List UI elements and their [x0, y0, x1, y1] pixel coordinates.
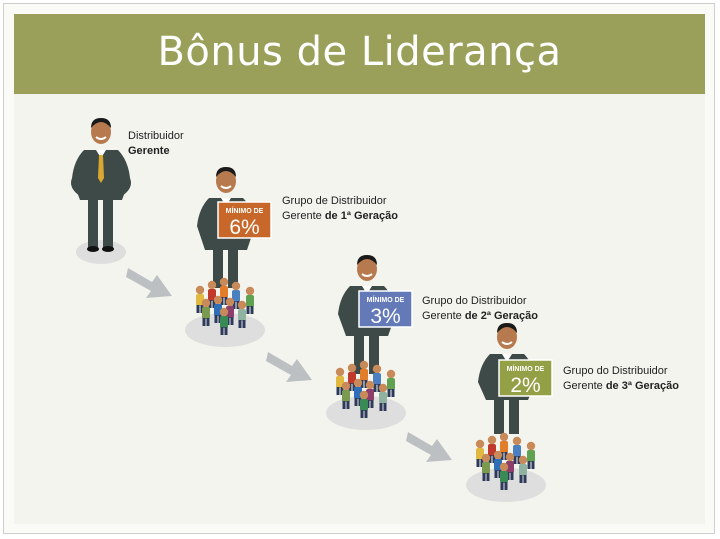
crowd-group-1 — [185, 278, 265, 347]
caption-level-0: Distribuidor Gerente — [128, 129, 184, 159]
caption-line2-normal: Gerente — [563, 380, 606, 392]
arrow-3 — [406, 432, 452, 462]
caption-level-2: Grupo do Distribuidor Gerente de 2ª Gera… — [422, 294, 538, 324]
caption-line2-bold: de 3ª Geração — [606, 380, 679, 392]
badge-2: MÍNIMO DE 3% — [359, 291, 412, 328]
badge-3: MÍNIMO DE 2% — [499, 360, 552, 397]
arrow-2 — [266, 352, 312, 382]
caption-line1: Grupo do Distribuidor — [563, 364, 679, 379]
badge-label-2: MÍNIMO DE — [367, 295, 405, 304]
caption-line2-bold: de 1ª Geração — [325, 210, 398, 222]
badge-value-2: 3% — [370, 305, 400, 328]
caption-line1: Grupo de Distribuidor — [282, 194, 398, 209]
caption-level-3: Grupo do Distribuidor Gerente de 3ª Gera… — [563, 364, 679, 394]
caption-line1: Grupo do Distribuidor — [422, 294, 538, 309]
arrow-1 — [126, 268, 172, 298]
caption-line2-bold: de 2ª Geração — [465, 310, 538, 322]
caption-line2-bold: Gerente — [128, 145, 170, 157]
crowd-group-2 — [326, 361, 406, 430]
caption-line2-normal: Gerente — [282, 210, 325, 222]
badge-value-3: 2% — [510, 374, 540, 397]
caption-line1: Distribuidor — [128, 129, 184, 144]
caption-level-1: Grupo de Distribuidor Gerente de 1ª Gera… — [282, 194, 398, 224]
badge-value-1: 6% — [229, 216, 259, 239]
crowd-group-3 — [466, 433, 546, 502]
caption-line2-normal: Gerente — [422, 310, 465, 322]
badge-label-1: MÍNIMO DE — [226, 206, 264, 215]
manager-figure-0 — [71, 118, 131, 264]
badge-label-3: MÍNIMO DE — [507, 364, 545, 373]
badge-1: MÍNIMO DE 6% — [218, 202, 271, 239]
